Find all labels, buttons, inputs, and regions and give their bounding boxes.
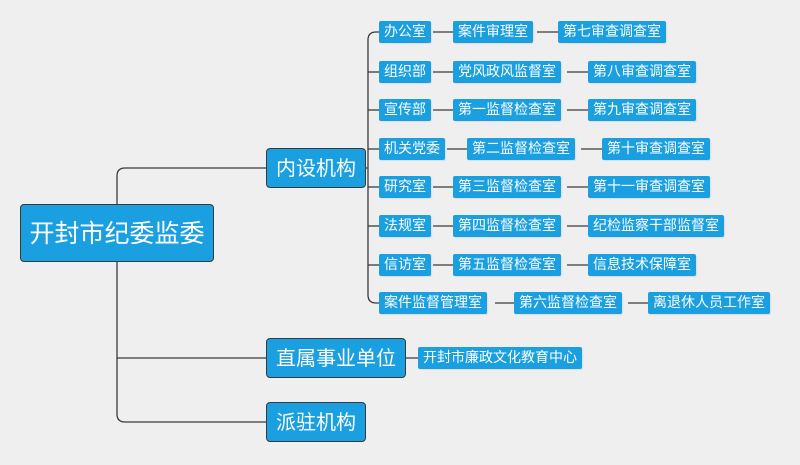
- branch-dispatched-agencies[interactable]: 派驻机构: [266, 402, 366, 442]
- node-case-review-office[interactable]: 案件审理室: [453, 21, 533, 43]
- node-integrity-education-center[interactable]: 开封市廉政文化教育中心: [418, 347, 582, 369]
- node-4th-inspection-office[interactable]: 第四监督检查室: [453, 215, 561, 237]
- node-organization-dept[interactable]: 组织部: [379, 61, 431, 83]
- node-2nd-inspection-office[interactable]: 第二监督检查室: [467, 138, 575, 160]
- node-cadre-supervision-office[interactable]: 纪检监察干部监督室: [588, 215, 724, 237]
- node-10th-investigation-office[interactable]: 第十审查调查室: [602, 138, 710, 160]
- node-petition-office[interactable]: 信访室: [379, 254, 431, 276]
- node-conduct-supervision-office[interactable]: 党风政风监督室: [453, 61, 561, 83]
- node-8th-investigation-office[interactable]: 第八审查调查室: [588, 61, 696, 83]
- node-6th-inspection-office[interactable]: 第六监督检查室: [514, 292, 622, 314]
- root-node[interactable]: 开封市纪委监委: [20, 204, 214, 262]
- node-retiree-affairs-office[interactable]: 离退休人员工作室: [648, 292, 770, 314]
- node-1st-inspection-office[interactable]: 第一监督检查室: [453, 99, 561, 121]
- node-11th-investigation-office[interactable]: 第十一审查调查室: [588, 176, 710, 198]
- node-it-support-office[interactable]: 信息技术保障室: [588, 254, 696, 276]
- node-office[interactable]: 办公室: [379, 21, 431, 43]
- node-7th-investigation-office[interactable]: 第七审查调查室: [558, 21, 666, 43]
- node-regulations-office[interactable]: 法规室: [379, 215, 431, 237]
- node-3rd-inspection-office[interactable]: 第三监督检查室: [453, 176, 561, 198]
- node-case-management-office[interactable]: 案件监督管理室: [379, 292, 487, 314]
- node-research-office[interactable]: 研究室: [379, 176, 431, 198]
- node-9th-investigation-office[interactable]: 第九审查调查室: [588, 99, 696, 121]
- node-5th-inspection-office[interactable]: 第五监督检查室: [453, 254, 561, 276]
- node-party-committee[interactable]: 机关党委: [379, 138, 445, 160]
- node-publicity-dept[interactable]: 宣传部: [379, 99, 431, 121]
- branch-affiliated-units[interactable]: 直属事业单位: [266, 338, 406, 378]
- branch-internal-institutions[interactable]: 内设机构: [266, 148, 366, 188]
